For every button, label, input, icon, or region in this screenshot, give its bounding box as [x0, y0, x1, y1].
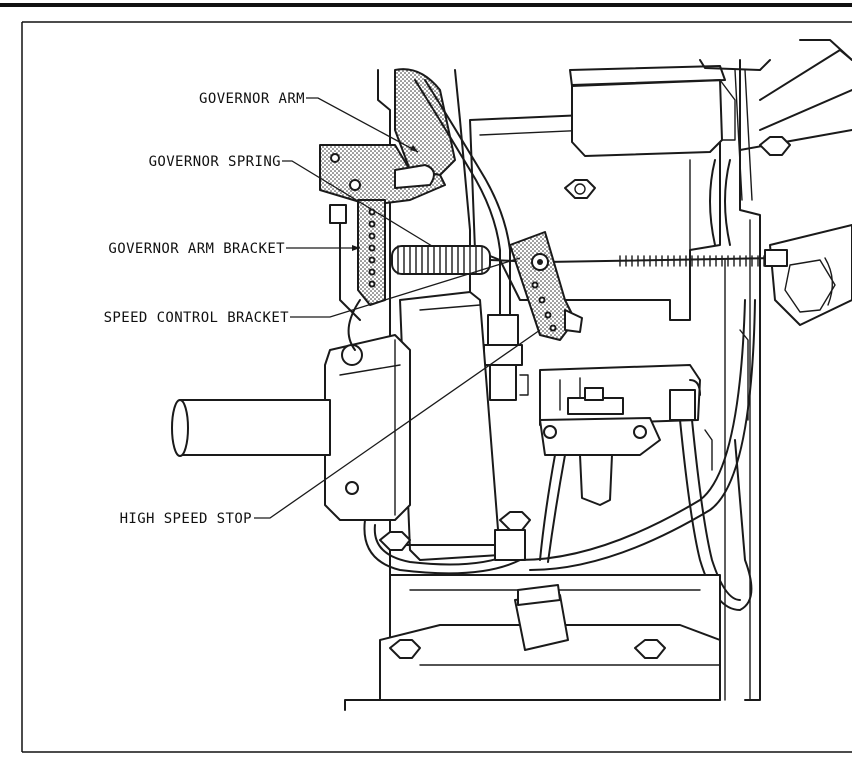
crankshaft [171, 399, 331, 457]
lower-crankcase [379, 574, 721, 701]
carburetor [539, 364, 701, 506]
ignition-module [324, 334, 411, 521]
label-high-speed-stop: HIGH SPEED STOP [120, 511, 252, 527]
engine-illustration [171, 39, 852, 711]
governor-arm-bracket [329, 199, 386, 321]
speed-control-bracket [509, 231, 583, 341]
label-speed-control-bracket: SPEED CONTROL BRACKET [104, 310, 290, 326]
label-governor-spring: GOVERNOR SPRING [149, 154, 281, 170]
label-governor-arm-bracket: GOVERNOR ARM BRACKET [108, 241, 285, 257]
throttle-rod [544, 249, 788, 267]
label-governor-arm: GOVERNOR ARM [199, 91, 305, 107]
page-border [0, 3, 852, 753]
leader-lines [254, 97, 541, 519]
governor-arm [319, 68, 456, 206]
